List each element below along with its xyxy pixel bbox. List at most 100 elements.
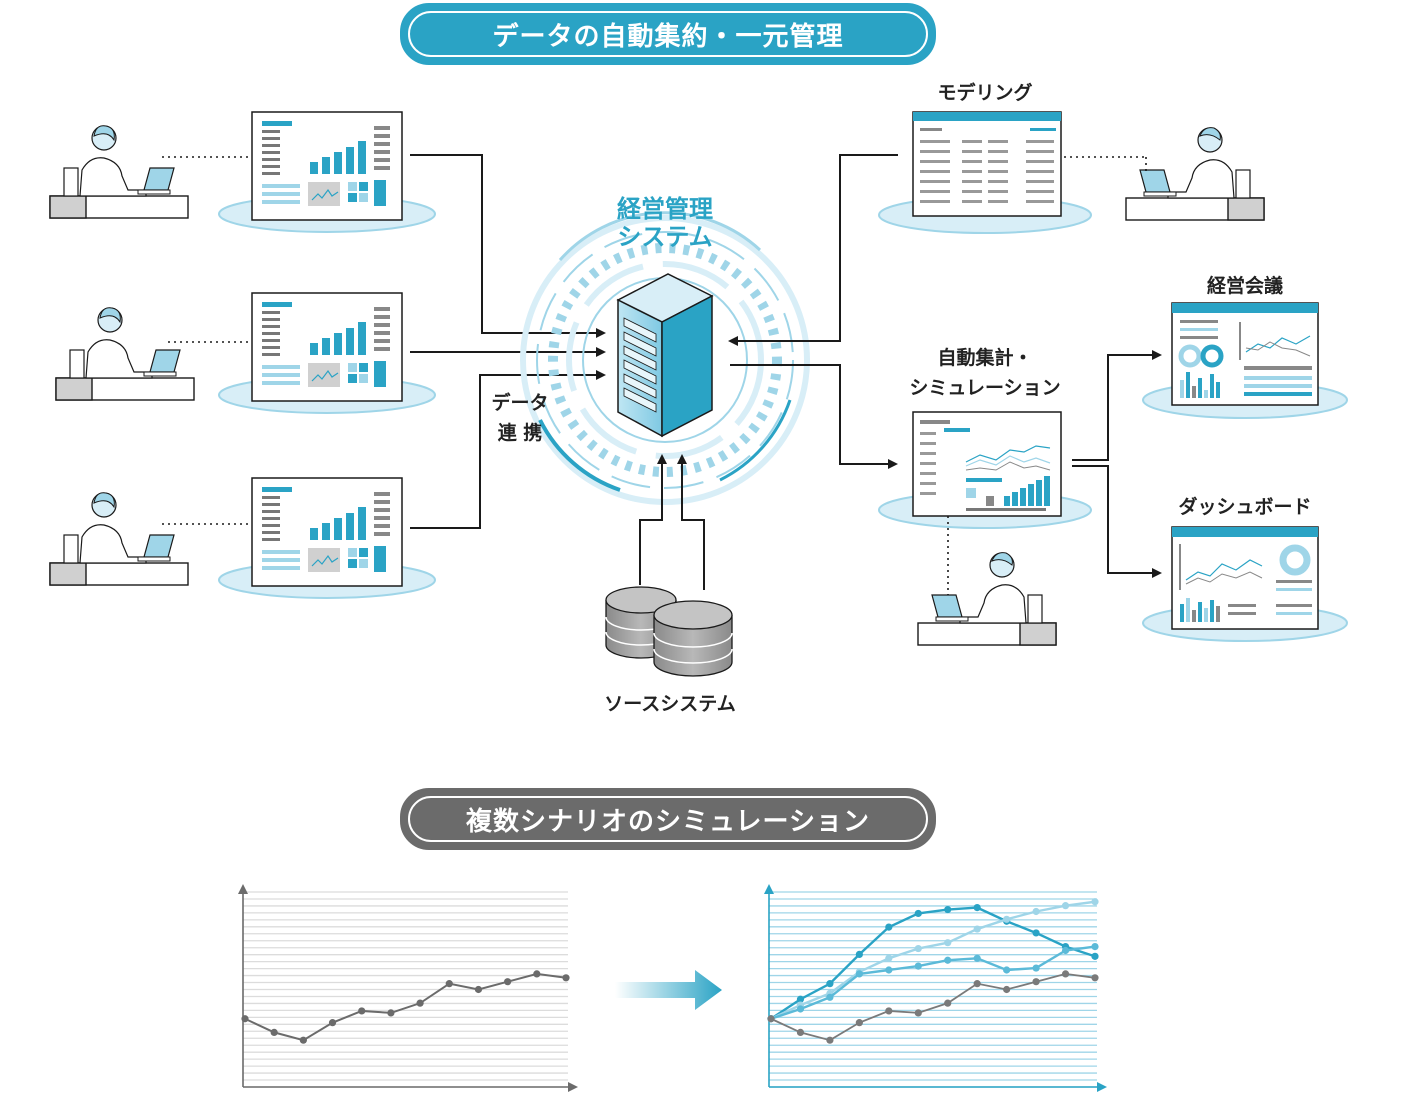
data-point [533, 970, 541, 978]
chart-before [238, 884, 578, 1092]
user-workstation-2 [55, 307, 195, 401]
series-line [244, 972, 567, 1042]
data-point [1061, 902, 1070, 910]
data-point [1091, 974, 1099, 982]
data-point [944, 939, 952, 947]
data-point [241, 1015, 249, 1023]
dashboard-label: ダッシュボード [1178, 496, 1312, 518]
data-point [944, 999, 952, 1007]
series-line [770, 972, 1096, 1042]
connector-left-1 [410, 154, 606, 338]
dashboard-screen-3 [218, 477, 436, 599]
user-workstation-3 [49, 492, 189, 586]
database-icon [605, 586, 733, 677]
data-point [1032, 929, 1040, 937]
data-point [387, 1009, 395, 1017]
simulation-screen [878, 411, 1092, 529]
data-point [944, 956, 952, 964]
data-point [973, 954, 981, 962]
simulation-user-workstation [917, 551, 1057, 646]
data-point [855, 970, 863, 978]
series-line [770, 900, 1096, 1020]
connector-meeting [1072, 350, 1162, 461]
data-point [358, 1007, 366, 1015]
data-point [1003, 915, 1011, 923]
dashboard-screen [1142, 526, 1348, 642]
data-point [767, 1015, 775, 1023]
hub-title-line1: 経営管理 [617, 195, 713, 223]
data-point [885, 954, 893, 962]
connector-dashboard [1072, 465, 1162, 578]
data-point [299, 1036, 307, 1044]
data-point [973, 925, 981, 933]
data-point [914, 962, 922, 970]
data-point [914, 909, 922, 918]
meeting-screen [1142, 302, 1348, 419]
section-title: データの自動集約・一元管理 [492, 21, 844, 52]
data-point [885, 966, 893, 974]
data-point [973, 904, 981, 912]
data-point [1032, 978, 1040, 986]
data-point [885, 1007, 893, 1015]
data-point [796, 1005, 805, 1013]
data-link-line2: 連 携 [497, 422, 543, 444]
data-point [914, 1009, 922, 1017]
source-system-label: ソースシステム [604, 693, 736, 715]
connector-source-2 [677, 454, 705, 590]
section-title-pill: データの自動集約・一元管理 [400, 3, 936, 65]
connector-simulation [730, 364, 898, 469]
data-point [1091, 952, 1099, 960]
data-point [1091, 943, 1099, 951]
data-point [1061, 970, 1070, 978]
data-point [826, 993, 834, 1001]
data-point [1091, 898, 1099, 906]
hub-title: 経営管理 システム [600, 195, 730, 251]
data-point [562, 974, 570, 982]
data-point [855, 1019, 863, 1027]
data-point [855, 950, 863, 959]
data-point [504, 978, 512, 986]
data-point [416, 999, 424, 1007]
dashboard-screen-1 [218, 111, 436, 233]
data-point [1032, 907, 1040, 916]
data-point [270, 1028, 278, 1036]
section2-title: 複数シナリオのシミュレーション [466, 806, 870, 837]
data-point [944, 905, 952, 914]
hub-title-line2: システム [617, 223, 713, 251]
hub-rings [520, 211, 810, 505]
transition-arrow [615, 970, 722, 1010]
data-point [914, 944, 922, 953]
data-point [1003, 985, 1011, 994]
server-icon [616, 273, 714, 438]
data-point [973, 980, 981, 988]
meeting-label: 経営会議 [1206, 275, 1283, 297]
simulation-label-line2: シミュレーション [909, 377, 1061, 399]
data-point [826, 1036, 834, 1044]
data-point [1032, 964, 1040, 972]
data-point [796, 995, 805, 1003]
data-point [328, 1019, 337, 1027]
data-point [1003, 966, 1011, 974]
series-line [770, 945, 1096, 1020]
data-link-label: データ 連 携 [490, 388, 550, 448]
modeling-user-workstation [1125, 126, 1265, 221]
section2-title-pill: 複数シナリオのシミュレーション [400, 788, 936, 850]
dashboard-screen-2 [218, 292, 436, 414]
modeling-screen [878, 111, 1092, 234]
data-point [796, 1028, 805, 1036]
simulation-label-line1: 自動集計・ [937, 347, 1033, 369]
data-link-line1: データ [491, 392, 549, 414]
dotted-link-modeling [1064, 156, 1147, 172]
modeling-label: モデリング [937, 82, 1033, 104]
connector-left-3 [410, 370, 606, 529]
user-workstation-1 [49, 125, 189, 219]
data-point [474, 985, 483, 994]
simulation-label: 自動集計・ シミュレーション [890, 343, 1080, 403]
connector-source-1 [639, 454, 667, 585]
data-point [885, 923, 893, 931]
data-point [1061, 946, 1070, 955]
data-point [445, 980, 453, 988]
chart-after [764, 884, 1107, 1092]
data-point [826, 980, 834, 988]
connector-modeling [728, 154, 898, 346]
